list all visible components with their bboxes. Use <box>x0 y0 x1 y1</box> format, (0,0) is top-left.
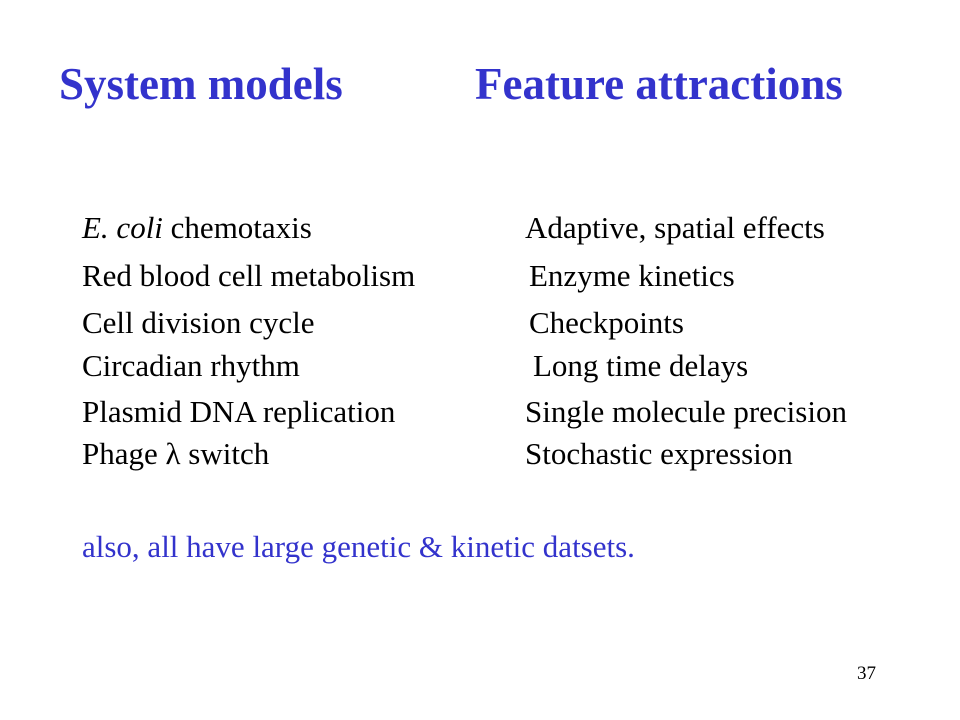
feature-text: Stochastic expression <box>525 436 793 471</box>
system-name: E. coli chemotaxis <box>82 212 312 243</box>
system-name-before: Phage <box>82 436 166 471</box>
system-name: Plasmid DNA replication <box>82 394 396 429</box>
feature-text: Single molecule precision <box>525 394 847 429</box>
title-feature-attractions: Feature attractions <box>475 59 843 109</box>
system-name-italic: E. coli <box>82 210 163 245</box>
feature-text: Long time delays <box>533 348 749 383</box>
feature-text: Adaptive, spatial effects <box>525 210 825 245</box>
feature-text: Enzyme kinetics <box>529 258 735 293</box>
title-system-models: System models <box>59 59 343 109</box>
note-text: also, all have large genetic & kinetic d… <box>82 529 635 564</box>
system-name-after: switch <box>180 436 270 471</box>
page-number: 37 <box>857 663 876 684</box>
system-name: Phage λ switch <box>82 438 269 469</box>
lambda-symbol: λ <box>165 436 181 471</box>
system-name: Circadian rhythm <box>82 348 300 383</box>
feature-text: Checkpoints <box>529 305 684 340</box>
system-name: Cell division cycle <box>82 305 315 340</box>
system-name: Red blood cell metabolism <box>82 258 416 293</box>
system-name-rest: chemotaxis <box>162 210 312 245</box>
